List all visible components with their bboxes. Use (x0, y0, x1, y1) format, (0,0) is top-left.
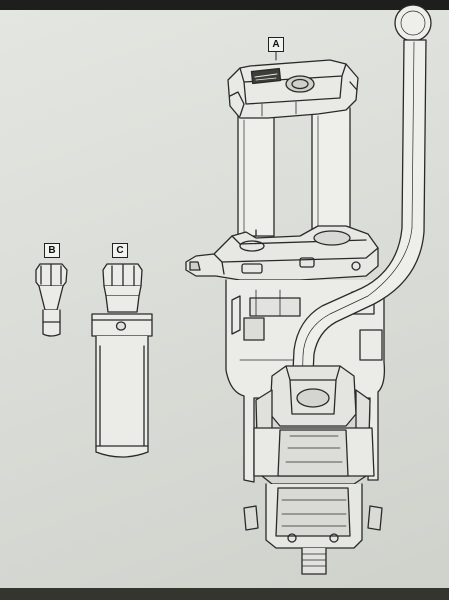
top-shadow-band (0, 0, 449, 10)
part-b-drawing (35, 263, 68, 337)
press-ram-block (243, 365, 383, 575)
callout-b-label: B (44, 243, 60, 258)
callout-a-label: A (268, 37, 284, 52)
bottom-shadow-band (0, 588, 449, 600)
press-columns (237, 107, 351, 237)
part-c-drawing (91, 263, 153, 458)
part-a-head-drawing (227, 59, 359, 119)
callout-c-label: C (112, 243, 128, 258)
